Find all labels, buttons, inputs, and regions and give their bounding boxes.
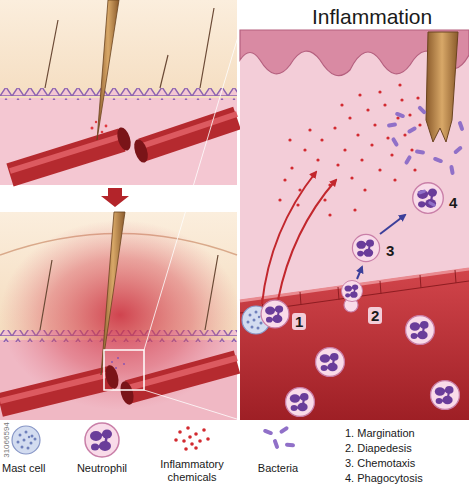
bacterium	[395, 111, 406, 118]
legend-label: Bacteria	[248, 462, 308, 475]
vessel-cut	[115, 126, 133, 152]
legend-bacteria	[263, 425, 296, 449]
vessel-highlight	[142, 114, 237, 146]
title: Inflammation	[312, 5, 432, 29]
epidermis	[0, 88, 237, 100]
bacterium	[387, 122, 398, 128]
bacterium	[449, 165, 455, 176]
bacterium	[433, 156, 444, 163]
vessel-highlight	[10, 136, 122, 171]
bacterium	[404, 155, 412, 166]
chemical-arrow	[262, 172, 316, 304]
migration-arrow	[357, 267, 362, 279]
chemical-arrow	[278, 180, 336, 300]
zoom-line	[144, 390, 240, 420]
zoom-line	[144, 30, 240, 350]
legend-label: Inflammatory chemicals	[148, 458, 236, 484]
legend-label: Mast cell	[2, 462, 54, 475]
step-label: 3. Chemotaxis	[345, 456, 415, 471]
neutrophil	[406, 316, 435, 345]
callout-number: 3	[383, 242, 397, 259]
bacterium	[453, 145, 463, 154]
tissue	[240, 30, 469, 420]
watermark: 31066594	[2, 415, 12, 465]
vessel-cut	[132, 138, 151, 165]
bacterium	[418, 189, 427, 195]
bacterium	[391, 137, 399, 148]
splinter	[97, 0, 119, 140]
splinter	[426, 32, 458, 142]
neutrophil	[286, 388, 315, 417]
skin-panel-bottom	[0, 30, 240, 420]
step-label: 1. Margination	[345, 426, 415, 441]
neutrophil	[341, 280, 362, 301]
zoom-panel	[240, 30, 469, 420]
vessel-highlight	[0, 374, 110, 401]
step-label: 4. Phagocytosis	[345, 471, 423, 486]
callout-number: 1	[292, 313, 306, 330]
neutrophil	[431, 381, 460, 410]
blood-vessel	[0, 378, 110, 405]
legend-neutrophil	[85, 423, 119, 457]
bacterium	[407, 126, 418, 134]
bacteria	[387, 105, 465, 175]
vessel-cut	[118, 380, 136, 406]
blood-vessel	[240, 268, 469, 420]
bacterium	[457, 121, 464, 132]
blood-vessel	[142, 118, 237, 150]
neutrophil	[316, 348, 345, 377]
blood-vessel	[10, 140, 122, 175]
step-label: 2. Diapedesis	[345, 441, 412, 456]
neutrophil	[261, 300, 289, 328]
bacterium	[415, 149, 426, 155]
zoom-box	[104, 350, 144, 390]
neutrophil	[352, 234, 379, 261]
bacterium	[428, 201, 437, 208]
neutrophil	[413, 183, 444, 214]
inflammatory-chemicals	[278, 83, 421, 216]
dermis	[0, 98, 237, 185]
migration-arrow	[380, 215, 405, 234]
tiny-bacteria	[111, 357, 125, 369]
vessel-cut	[103, 364, 120, 390]
legend-chemicals	[174, 426, 210, 451]
legend-label: Neutrophil	[68, 462, 136, 475]
hair	[40, 255, 218, 330]
down-arrow	[101, 188, 129, 207]
legend-mast-cell	[12, 426, 40, 454]
blood-drops	[91, 121, 108, 134]
bacterium	[417, 105, 427, 115]
callout-number: 2	[368, 307, 382, 324]
vessel-wall	[240, 269, 469, 301]
hair	[45, 8, 214, 88]
callout-number: 4	[446, 194, 460, 211]
